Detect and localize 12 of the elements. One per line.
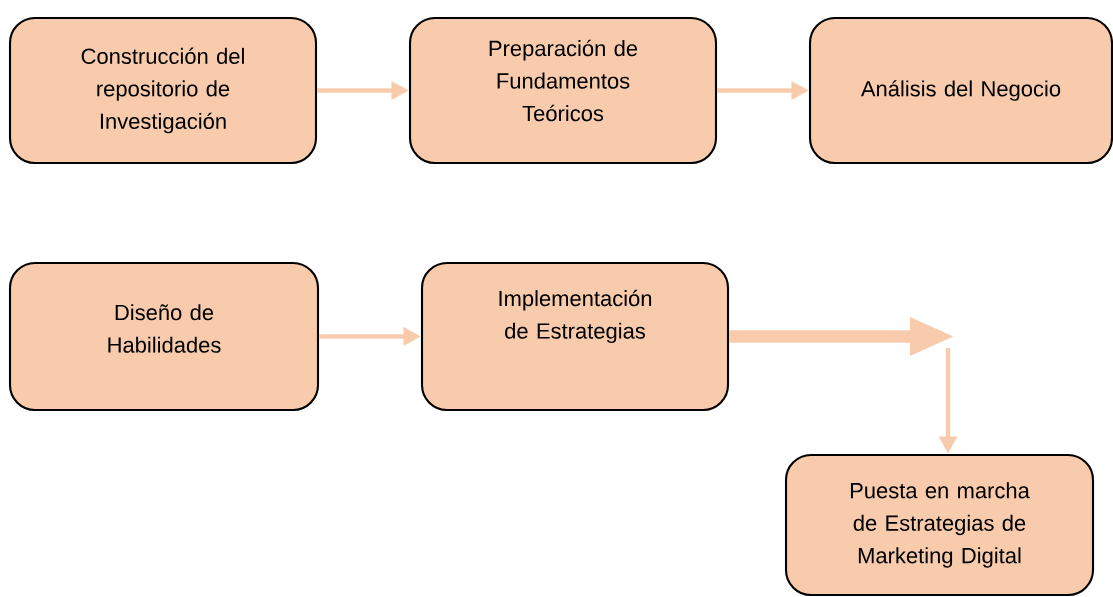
box-text: Preparación de Fundamentos Teóricos bbox=[489, 39, 638, 122]
process-box bbox=[408, 16, 718, 165]
box-text: Análisis del Negocio bbox=[860, 80, 1061, 101]
process-box bbox=[8, 261, 320, 412]
process-box bbox=[420, 261, 730, 412]
process-box bbox=[8, 16, 318, 165]
process-box bbox=[784, 453, 1095, 597]
process-box bbox=[808, 16, 1113, 165]
box-text: Implementación de Estrategias bbox=[499, 289, 652, 344]
box-text: Construcción del repositorio de Investigación bbox=[81, 47, 244, 134]
box-text: Diseño de Habilidades bbox=[108, 304, 221, 353]
box-text: Puesta en marcha de Estrategias de Marketing Digital bbox=[850, 482, 1030, 568]
